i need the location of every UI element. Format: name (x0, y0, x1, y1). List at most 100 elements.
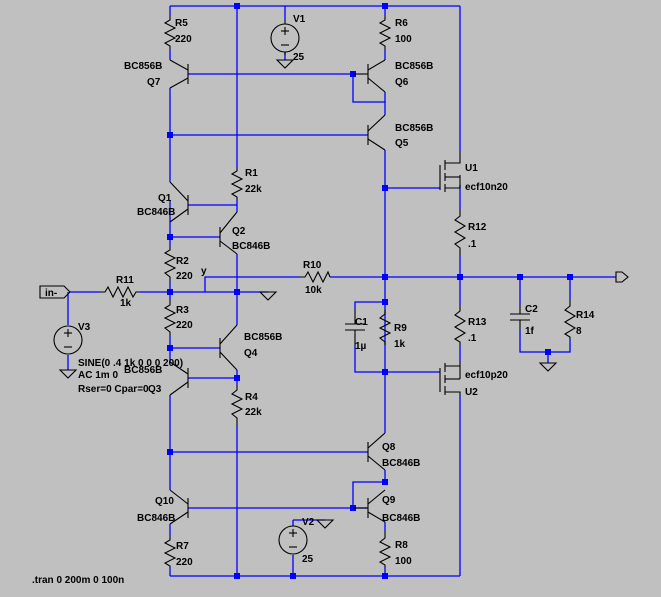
label-r3: R3 (176, 305, 189, 316)
transistor-q4 (219, 324, 238, 371)
label-q10: Q10 (155, 496, 174, 507)
ground-symbol (58, 369, 78, 379)
label-v3-ac: AC 1m 0 (78, 370, 118, 381)
label-q8: Q8 (382, 442, 396, 453)
label-r4-value: 22k (245, 407, 262, 418)
label-r2: R2 (176, 256, 189, 267)
resistor-r3 (163, 300, 177, 335)
label-r12-value: .1 (468, 239, 477, 250)
label-q1: Q1 (158, 193, 172, 204)
resistor-r11 (100, 285, 140, 299)
label-r5-value: 220 (175, 34, 192, 45)
source-v1 (270, 20, 300, 55)
transistor-q5 (367, 114, 386, 151)
resistor-r9 (378, 310, 392, 345)
label-r7: R7 (176, 541, 189, 552)
label-v1-value: 25 (293, 52, 305, 63)
resistor-r5 (163, 16, 177, 50)
label-r6-value: 100 (395, 34, 412, 45)
label-r1: R1 (245, 168, 258, 179)
resistor-r1 (230, 167, 244, 200)
transistor-q9 (353, 489, 386, 523)
label-q4: Q4 (244, 348, 258, 359)
capacitor-c2 (510, 305, 530, 330)
ground-symbol (275, 59, 295, 69)
label-c2-value: 1f (525, 326, 535, 337)
label-q5: Q5 (395, 138, 409, 149)
label-c1: C1 (355, 317, 368, 328)
port-out (615, 271, 629, 283)
label-r3-value: 220 (176, 320, 193, 331)
transistor-q3 (169, 361, 189, 396)
label-v3: V3 (78, 322, 91, 333)
label-r8: R8 (395, 540, 408, 551)
label-q8-type: BC846B (382, 458, 420, 469)
transistor-q6 (353, 59, 386, 93)
resistors (100, 16, 577, 568)
resistor-r13 (453, 305, 467, 345)
spice-directive-tran: .tran 0 200m 0 100n (32, 575, 124, 586)
label-q3: Q3 (148, 384, 162, 395)
label-q4-type: BC856B (244, 332, 282, 343)
port-in (39, 285, 71, 299)
label-r13-value: .1 (468, 333, 477, 344)
label-r2-value: 220 (176, 271, 193, 282)
label-r6: R6 (395, 18, 408, 29)
label-q3-type: BC856B (124, 365, 162, 376)
transistor-q10 (169, 489, 189, 525)
transistors (169, 59, 386, 525)
label-r5: R5 (175, 18, 188, 29)
label-r12: R12 (468, 222, 487, 233)
ports (39, 271, 629, 299)
label-c2: C2 (525, 304, 538, 315)
transistor-q1 (169, 181, 189, 223)
label-v2-value: 25 (302, 554, 314, 565)
resistor-r6 (378, 16, 392, 50)
label-v1: V1 (293, 14, 306, 25)
label-u2: U2 (465, 387, 478, 398)
label-q2-type: BC846B (232, 241, 270, 252)
label-q7: Q7 (147, 77, 161, 88)
label-v3-rser: Rser=0 Cpar=0 (78, 384, 149, 395)
labels: R5 220 V1 25 R6 100 BC856B Q7 BC856B Q6 … (32, 14, 595, 586)
capacitors (345, 305, 530, 345)
label-q6-type: BC856B (395, 61, 433, 72)
label-r13: R13 (468, 317, 487, 328)
label-r10-value: 10k (305, 285, 322, 296)
label-r8-value: 100 (395, 556, 412, 567)
resistor-r2 (163, 245, 177, 282)
ground-symbol (538, 362, 558, 372)
wires (67, 5, 616, 577)
label-q7-type: BC856B (124, 61, 162, 72)
label-r9: R9 (394, 323, 407, 334)
resistor-r4 (230, 385, 244, 425)
junction-dots (167, 3, 573, 579)
resistor-r10 (300, 270, 331, 284)
label-net-y: y (201, 266, 207, 277)
resistor-r14 (563, 300, 577, 340)
label-r14-value: 8 (576, 326, 582, 337)
label-u1-value: ecf10n20 (465, 182, 508, 193)
label-port-in: in- (45, 288, 57, 299)
resistor-r12 (453, 210, 467, 255)
label-q10-type: BC846B (137, 513, 175, 524)
label-r10: R10 (303, 260, 322, 271)
label-q9: Q9 (382, 495, 396, 506)
label-q1-type: BC846B (137, 207, 175, 218)
mosfets (439, 152, 461, 395)
label-u2-value: ecf10p20 (465, 370, 508, 381)
label-r11-value: 1k (120, 298, 132, 309)
label-q2: Q2 (232, 226, 246, 237)
label-u1: U1 (465, 163, 478, 174)
label-r1-value: 22k (245, 184, 262, 195)
grounds (58, 59, 558, 529)
label-r4: R4 (245, 392, 258, 403)
label-r11: R11 (116, 275, 134, 286)
label-r14: R14 (576, 310, 595, 321)
source-v2 (278, 525, 308, 555)
label-q5-type: BC856B (395, 123, 433, 134)
resistor-r7 (163, 535, 177, 568)
label-c1-value: 1µ (355, 341, 367, 352)
